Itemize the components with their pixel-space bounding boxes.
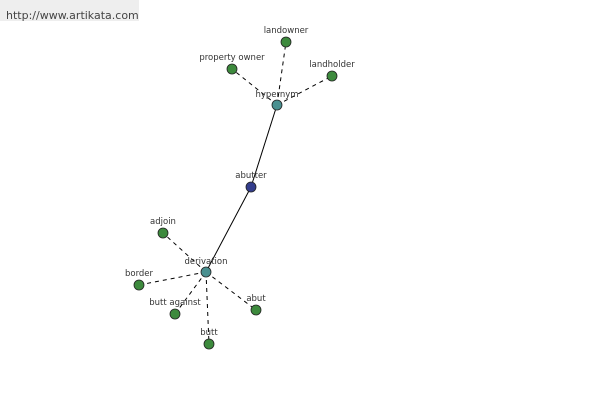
edge-hypernym-property-owner — [231, 68, 278, 106]
edge-derivation-border — [138, 271, 207, 286]
leaf-butt-against-label[interactable]: butt against — [149, 298, 201, 308]
center-abutter-label[interactable]: abutter — [235, 171, 267, 181]
leaf-abut-node[interactable] — [250, 304, 262, 316]
leaf-border-node[interactable] — [133, 279, 145, 291]
leaf-adjoin-label[interactable]: adjoin — [150, 217, 176, 227]
edge-hypernym-landowner — [276, 41, 287, 106]
edge-derivation-adjoin — [162, 232, 207, 273]
leaf-butt-against-node[interactable] — [169, 308, 181, 320]
edge-derivation-abut — [205, 271, 257, 311]
leaf-adjoin-node[interactable] — [157, 227, 169, 239]
hub-derivation-node[interactable] — [200, 266, 212, 278]
hub-derivation-label[interactable]: derivation — [184, 257, 227, 267]
center-abutter-node[interactable] — [245, 181, 257, 193]
edge-derivation-butt-against — [174, 271, 207, 315]
leaf-butt-label[interactable]: butt — [200, 328, 218, 338]
url-banner: http://www.artikata.com — [0, 0, 139, 22]
leaf-landholder-node[interactable] — [326, 70, 338, 82]
leaf-landowner-label[interactable]: landowner — [264, 26, 309, 36]
leaf-landowner-node[interactable] — [280, 36, 292, 48]
url-link[interactable]: http://www.artikata.com — [6, 9, 139, 22]
edge-abutter-hypernym — [250, 104, 278, 188]
leaf-border-label[interactable]: border — [125, 269, 154, 279]
leaf-abut-label[interactable]: abut — [246, 294, 266, 304]
hub-hypernym-label[interactable]: hypernym — [255, 90, 298, 100]
leaf-property-owner-node[interactable] — [226, 63, 238, 75]
leaf-property-owner-label[interactable]: property owner — [199, 53, 265, 63]
hub-hypernym-node[interactable] — [271, 99, 283, 111]
edge-hypernym-landholder — [276, 75, 333, 106]
leaf-butt-node[interactable] — [203, 338, 215, 350]
edge-abutter-derivation — [205, 186, 252, 273]
leaf-landholder-label[interactable]: landholder — [309, 60, 355, 70]
